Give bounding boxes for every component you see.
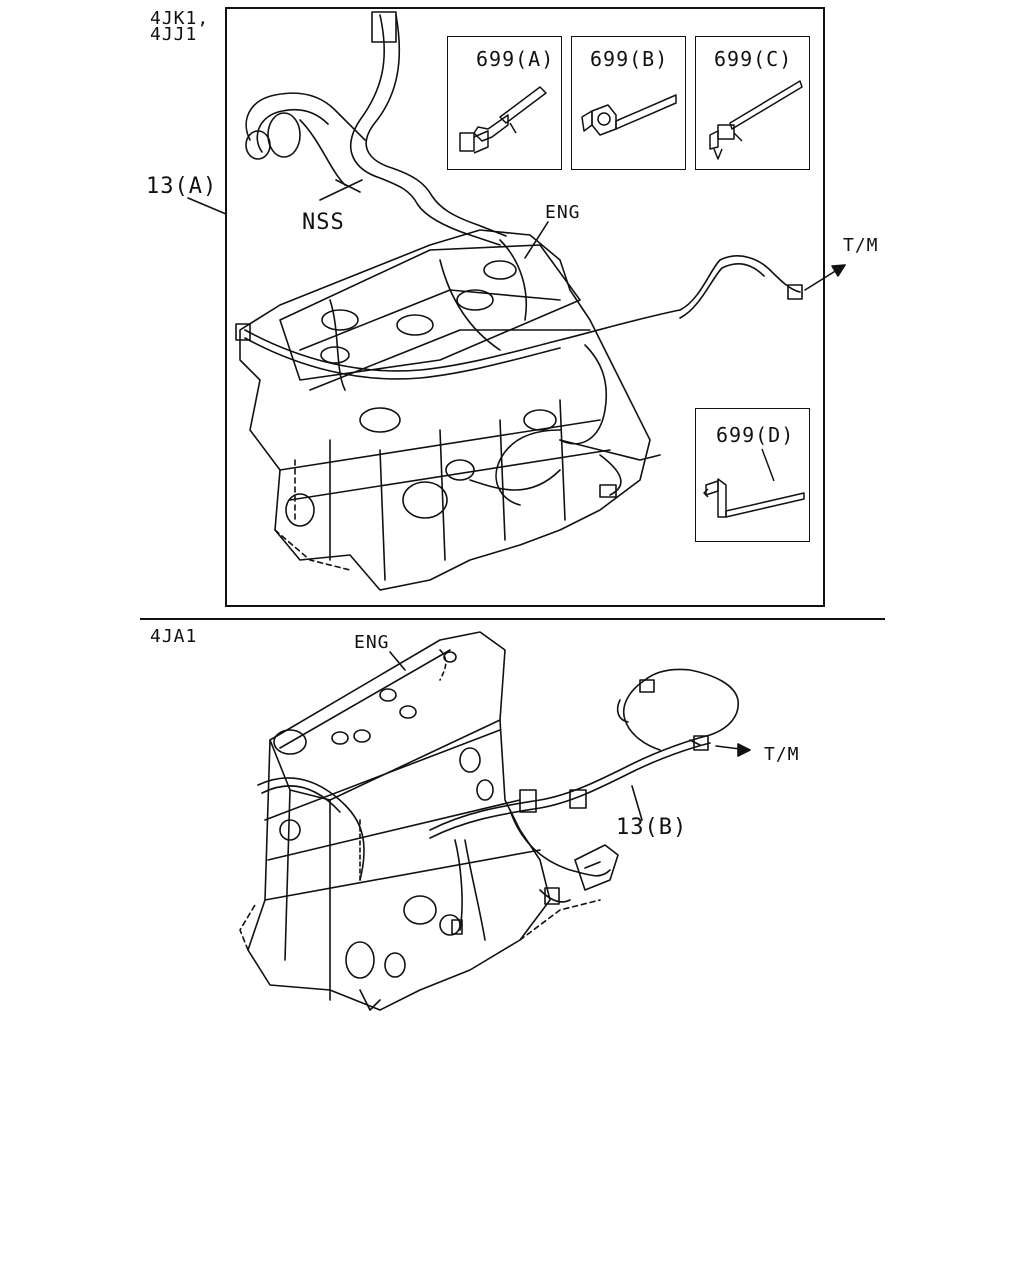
section-divider <box>140 618 885 620</box>
clip-699d-icon <box>703 448 805 518</box>
inset-699c: 699(C) <box>695 36 810 170</box>
clip-699a-icon <box>459 86 547 154</box>
callout-nss: NSS <box>302 210 345 235</box>
model-label-4jk1: 4JK1, <box>150 8 210 29</box>
clip-699b-icon <box>581 94 677 136</box>
model-label-4jj1: 4JJ1 <box>150 24 198 45</box>
inset-699c-label: 699(C) <box>714 47 793 71</box>
top-diagram-frame <box>225 7 825 607</box>
callout-tm-top: T/M <box>843 235 879 256</box>
inset-699b: 699(B) <box>571 36 686 170</box>
inset-699d-label: 699(D) <box>716 423 795 447</box>
callout-13b: 13(B) <box>616 815 688 840</box>
clip-699c-icon <box>709 80 803 160</box>
callout-tm-bottom: T/M <box>764 744 800 765</box>
inset-699b-label: 699(B) <box>590 47 669 71</box>
inset-699a-label: 699(A) <box>476 47 555 71</box>
callout-eng-bottom: ENG <box>354 632 390 653</box>
inset-699a: 699(A) <box>447 36 562 170</box>
model-label-4ja1: 4JA1 <box>150 626 198 647</box>
callout-eng-top: ENG <box>545 202 581 223</box>
inset-699d: 699(D) <box>695 408 810 542</box>
callout-13a: 13(A) <box>146 174 218 199</box>
